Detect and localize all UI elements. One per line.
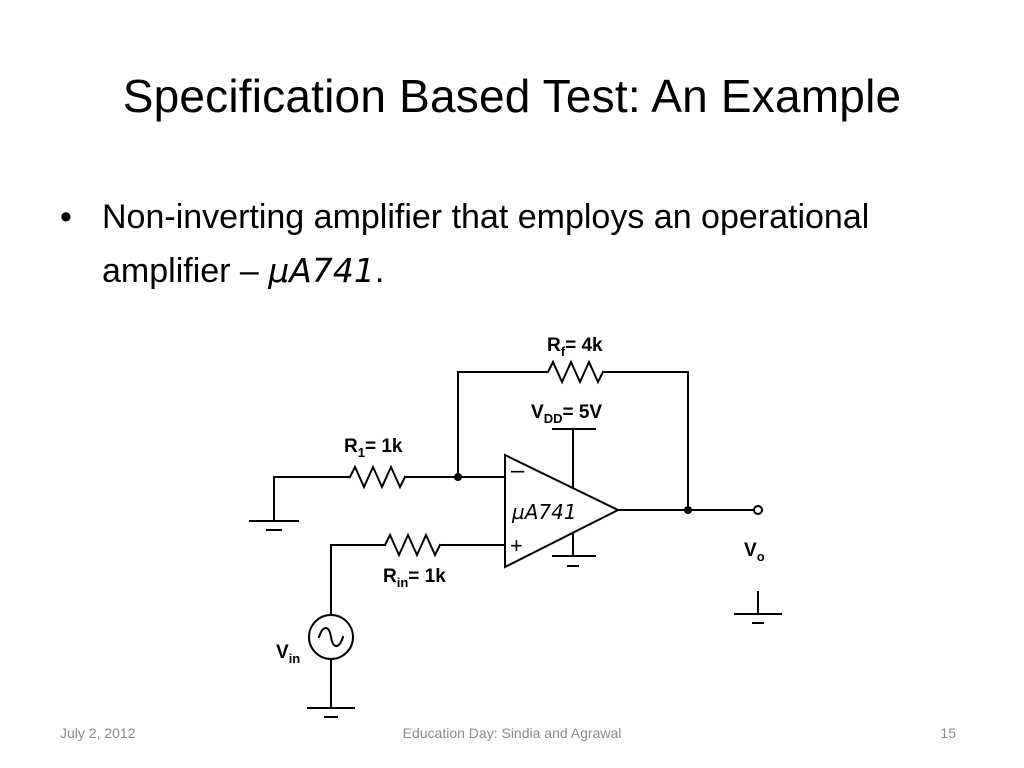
rin-wire-left	[330, 544, 386, 616]
bullet-item: • Non-inverting amplifier that employs a…	[60, 190, 960, 298]
vin-label: Vin	[276, 642, 300, 666]
ground-vin-icon	[307, 707, 355, 718]
bullet-marker: •	[60, 198, 72, 236]
bullet-body: Non-inverting amplifier that employs an …	[102, 198, 870, 290]
page-number: 15	[940, 725, 956, 741]
ground-vo-icon	[734, 613, 782, 624]
footer-title: Education Day: Sindia and Agrawal	[402, 725, 622, 741]
junction-dot-output	[684, 506, 692, 514]
junction-dot-inverting	[454, 473, 462, 481]
opamp-triangle	[504, 453, 621, 569]
ground-opamp-icon	[552, 555, 596, 567]
rin-resistor	[383, 532, 442, 558]
vo-label: Vo	[744, 540, 765, 564]
bullet-text: Non-inverting amplifier that employs an …	[102, 190, 960, 298]
rf-resistor	[546, 359, 605, 385]
output-terminal	[753, 505, 763, 515]
feedback-wire-left	[457, 371, 549, 478]
r1-resistor	[348, 464, 407, 490]
rin-label: Rin= 1k	[383, 566, 446, 590]
feedback-wire-right	[602, 371, 689, 511]
opamp-minus-sign: –	[511, 457, 525, 484]
opamp-name: µA741	[511, 500, 577, 524]
opamp-plus-sign: +	[510, 533, 523, 558]
rf-label: Rf= 4k	[547, 335, 603, 359]
chip-name: µA741	[268, 251, 375, 290]
r1-label: R1= 1k	[344, 436, 403, 460]
sine-wave-icon	[317, 627, 345, 647]
ground-left-icon	[249, 520, 299, 531]
bullet-end: .	[374, 252, 385, 290]
slide-title: Specification Based Test: An Example	[122, 70, 902, 122]
footer-date: July 2, 2012	[60, 725, 136, 741]
vdd-label: VDD= 5V	[531, 402, 602, 426]
r1-ground-wire	[273, 476, 351, 522]
